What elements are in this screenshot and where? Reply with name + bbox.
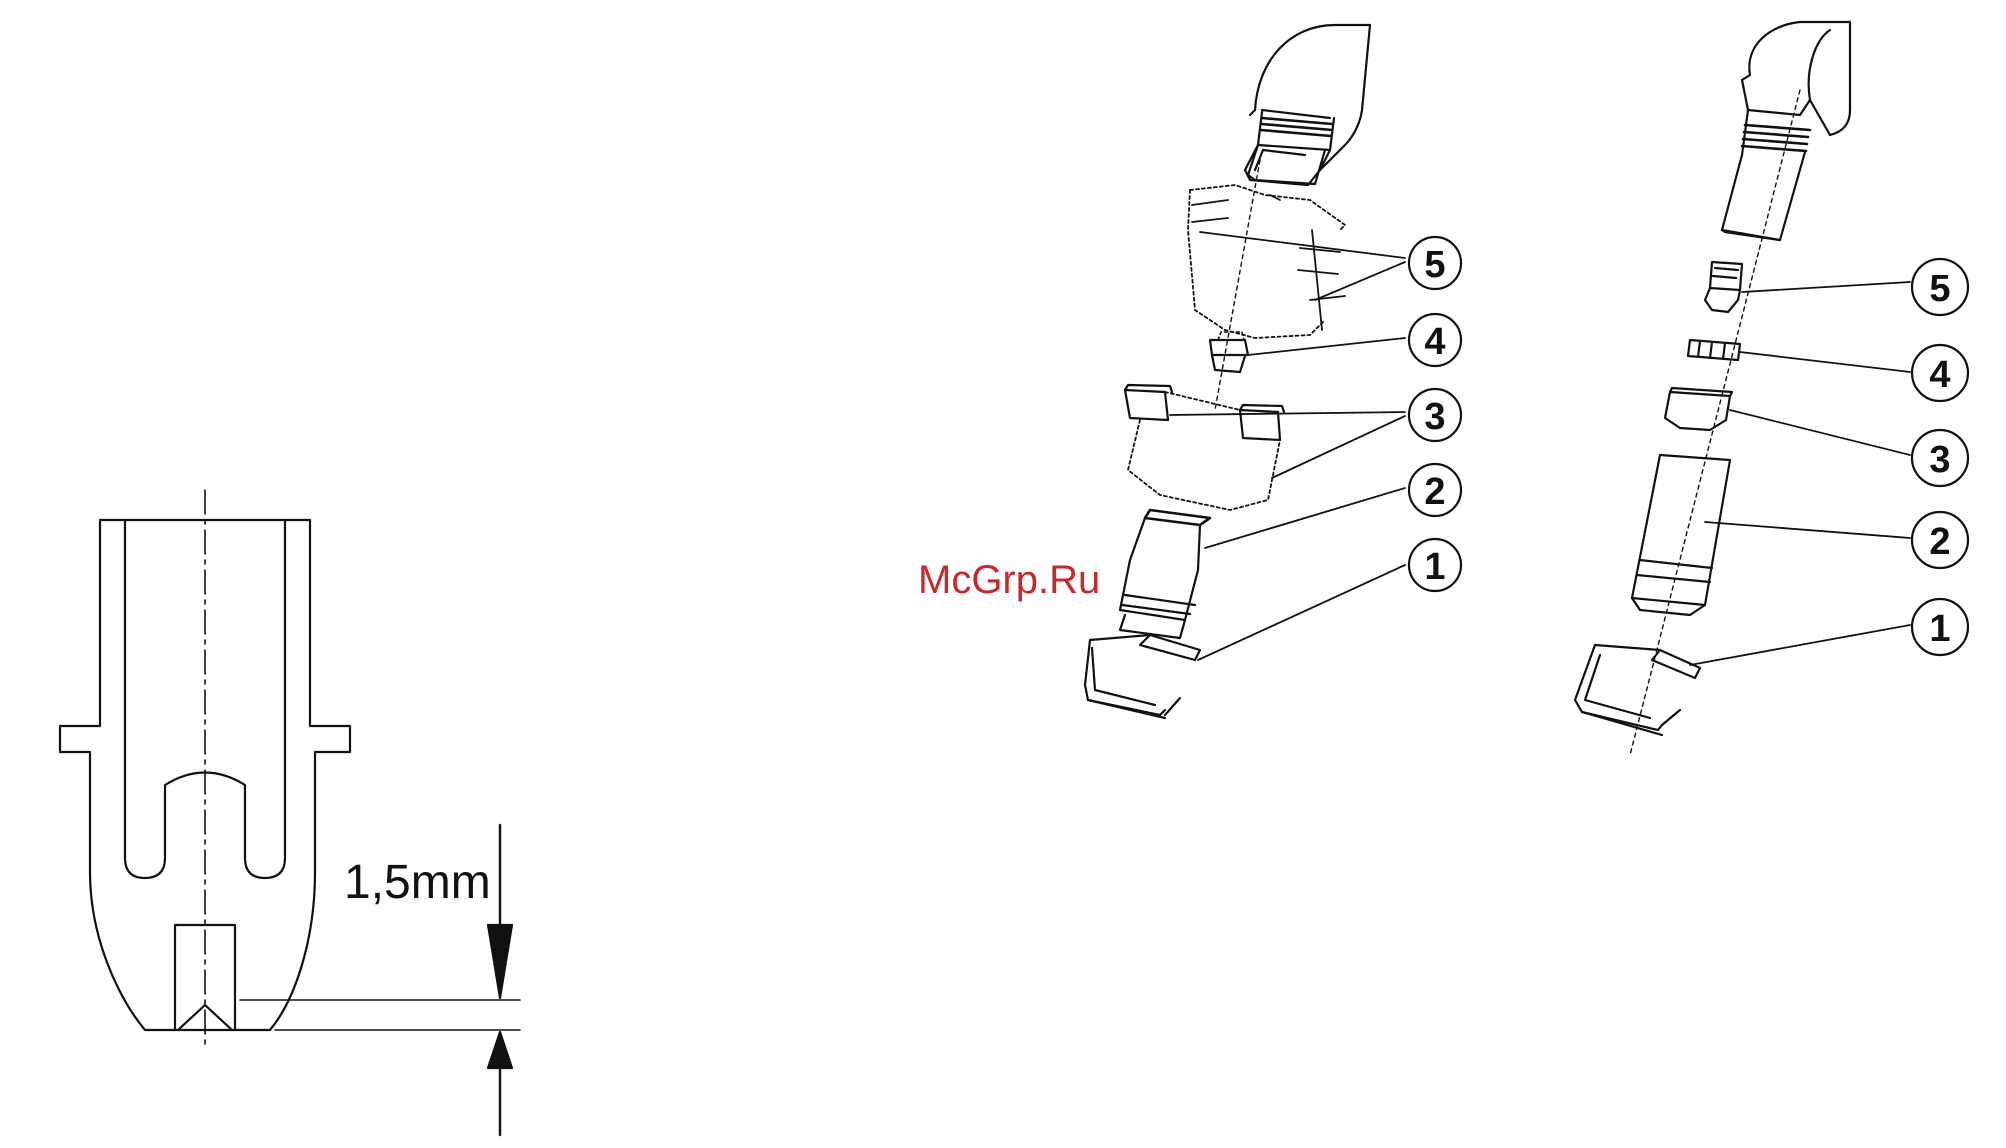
callout-left-1: 1: [1424, 546, 1445, 588]
callout-left-2: 2: [1424, 471, 1445, 513]
callout-left-5: 5: [1424, 244, 1445, 286]
callout-right-2: 2: [1929, 521, 1950, 563]
callout-right-4: 4: [1929, 354, 1950, 396]
torch-exploded-view-right: [1575, 22, 1850, 755]
watermark: McGrp.Ru: [918, 558, 1100, 602]
callouts-right: 5 4 3 2 1: [1929, 268, 1950, 650]
callout-circles: [1409, 237, 1968, 655]
nozzle-section-drawing: [60, 490, 520, 1045]
callout-left-4: 4: [1424, 321, 1445, 363]
callout-right-1: 1: [1929, 608, 1950, 650]
dimension-label: 1,5mm: [344, 856, 491, 909]
torch-exploded-view-left: [1085, 25, 1370, 718]
dimension-arrows: [488, 825, 512, 1135]
callouts-left: 5 4 3 2 1: [1424, 244, 1445, 588]
callout-left-3: 3: [1424, 396, 1445, 438]
leader-lines-right: [1690, 282, 1910, 665]
callout-right-3: 3: [1929, 439, 1950, 481]
leader-lines-left: [1170, 232, 1405, 660]
callout-right-5: 5: [1929, 268, 1950, 310]
